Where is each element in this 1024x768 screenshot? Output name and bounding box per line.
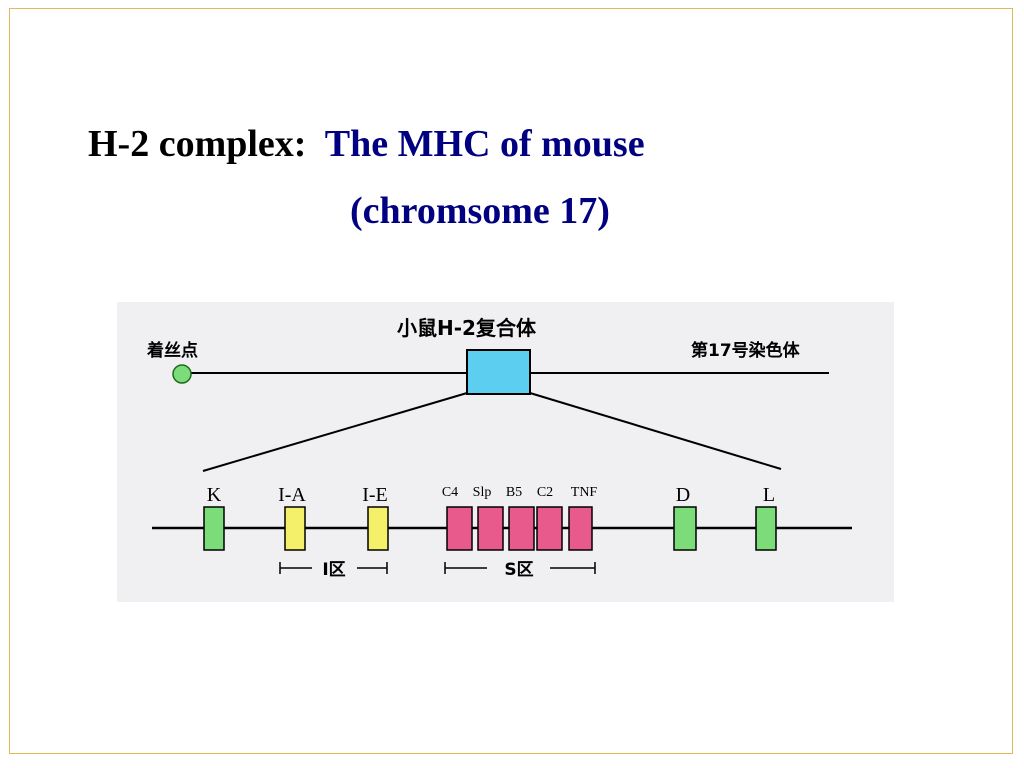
gene-box-slp [477, 506, 504, 551]
gene-label-k: K [207, 484, 222, 506]
centromere-label: 着丝点 [146, 340, 198, 361]
title-prefix: H-2 complex: [88, 123, 307, 165]
h2-complex-diagram: 着丝点 小鼠H-2复合体 第17号染色体 K I-A I-E C4 Slp B5… [117, 302, 894, 602]
gene-box-l [755, 506, 777, 551]
expansion-line-left [202, 392, 468, 472]
gene-label-d: D [676, 484, 690, 506]
gene-box-i-e [367, 506, 389, 551]
gene-box-d [673, 506, 697, 551]
gene-box-tnf [568, 506, 593, 551]
gene-label-i-e: I-E [362, 484, 388, 506]
gene-box-k [203, 506, 225, 551]
gene-label-c4: C4 [442, 485, 458, 500]
chromosome-label: 第17号染色体 [691, 340, 801, 361]
gene-label-i-a: I-A [278, 484, 306, 506]
centromere-icon [172, 364, 192, 384]
region-i-label: I区 [322, 560, 345, 580]
gene-label-slp: Slp [473, 485, 492, 500]
gene-label-b5: B5 [506, 485, 522, 500]
slide-title: H-2 complex: The MHC of mouse [88, 122, 645, 166]
gene-box-c4 [446, 506, 473, 551]
gene-box-i-a [284, 506, 306, 551]
slide-frame [9, 8, 1013, 754]
gene-box-c2 [536, 506, 563, 551]
gene-label-tnf: TNF [571, 485, 598, 500]
gene-label-c2: C2 [537, 485, 553, 500]
complex-label: 小鼠H-2复合体 [397, 316, 537, 340]
expansion-line-right [529, 392, 782, 470]
gene-label-l: L [763, 484, 775, 506]
gene-box-b5 [508, 506, 535, 551]
title-subtitle: (chromsome 17) [350, 190, 610, 232]
h2-complex-box [466, 349, 531, 395]
title-main: The MHC of mouse [324, 123, 645, 165]
region-s-label: S区 [504, 560, 533, 580]
